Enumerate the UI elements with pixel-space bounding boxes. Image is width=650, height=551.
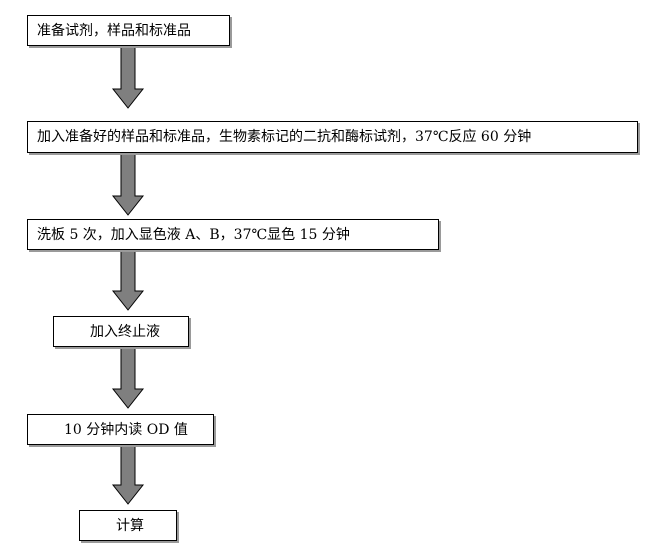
step-label: 洗板 5 次，加入显色液 A、B，37℃显色 15 分钟 <box>37 226 350 243</box>
step-prepare-reagents: 准备试剂，样品和标准品 <box>27 15 230 46</box>
step-label: 加入终止液 <box>90 323 160 340</box>
arrow-down-icon <box>111 153 145 216</box>
step-add-samples-incubate: 加入准备好的样品和标准品，生物素标记的二抗和酶标试剂，37℃反应 60 分钟 <box>27 121 638 153</box>
step-calculate: 计算 <box>79 510 177 541</box>
step-add-stop-solution: 加入终止液 <box>53 316 189 347</box>
step-label: 准备试剂，样品和标准品 <box>37 22 191 39</box>
arrow-down-icon <box>111 250 145 311</box>
step-label: 10 分钟内读 OD 值 <box>64 421 188 438</box>
step-label: 加入准备好的样品和标准品，生物素标记的二抗和酶标试剂，37℃反应 60 分钟 <box>37 129 532 145</box>
step-wash-add-chromogen: 洗板 5 次，加入显色液 A、B，37℃显色 15 分钟 <box>27 219 439 250</box>
arrow-down-icon <box>111 445 145 505</box>
arrow-down-icon <box>111 46 145 109</box>
step-read-od-value: 10 分钟内读 OD 值 <box>27 414 214 445</box>
arrow-down-icon <box>111 347 145 409</box>
step-label: 计算 <box>116 517 144 534</box>
